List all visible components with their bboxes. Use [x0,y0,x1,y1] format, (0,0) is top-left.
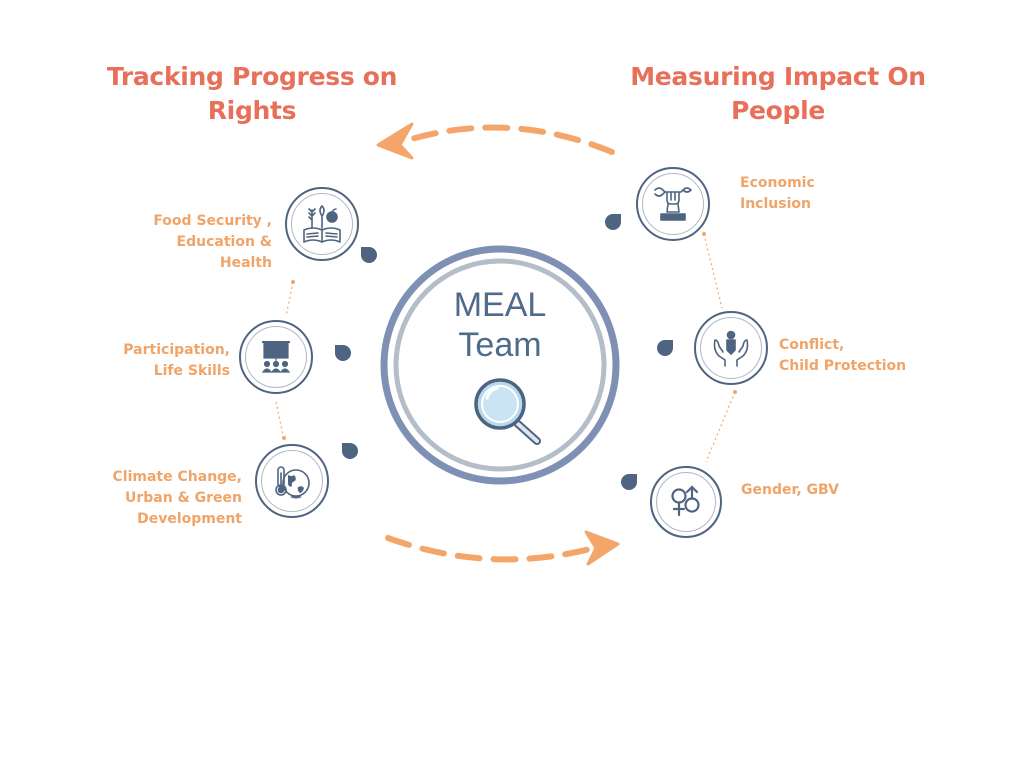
economic-tools-icon [636,167,710,241]
drop-marker [342,443,358,459]
climate-globe-icon [255,444,329,518]
protecting-hands-icon [694,311,768,385]
magnifying-glass-icon [474,378,541,445]
label-climate-change: Climate Change, Urban & Green Developmen… [112,469,242,527]
drop-marker [621,474,637,490]
label-participation: Participation, Life Skills [123,342,230,379]
gender-symbols-icon [650,466,722,538]
meal-team-title: MEAL Team [430,285,570,365]
heading-tracking-progress: Tracking Progress on Rights [106,62,398,125]
label-conflict-child-protection: Conflict, Child Protection [779,337,907,374]
food-education-health-icon [285,187,359,261]
center-line-2: Team [458,326,542,364]
drop-marker [657,340,673,356]
heading-measuring-impact: Measuring Impact On People [630,62,926,125]
label-economic-inclusion: Economic Inclusion [740,175,815,212]
center-line-1: MEAL [453,286,547,324]
label-gender-gbv: Gender, GBV [741,482,839,498]
drop-marker [335,345,351,361]
meal-team-hub [380,245,620,485]
drop-markers [335,214,673,490]
bottom-arrow-right [385,530,620,566]
label-food-security: Food Security , Education & Health [153,213,272,271]
drop-marker [605,214,621,230]
drop-marker [361,247,377,263]
top-arrow-left [376,122,615,160]
presentation-board-icon [239,320,313,394]
left-connectors [275,281,294,441]
